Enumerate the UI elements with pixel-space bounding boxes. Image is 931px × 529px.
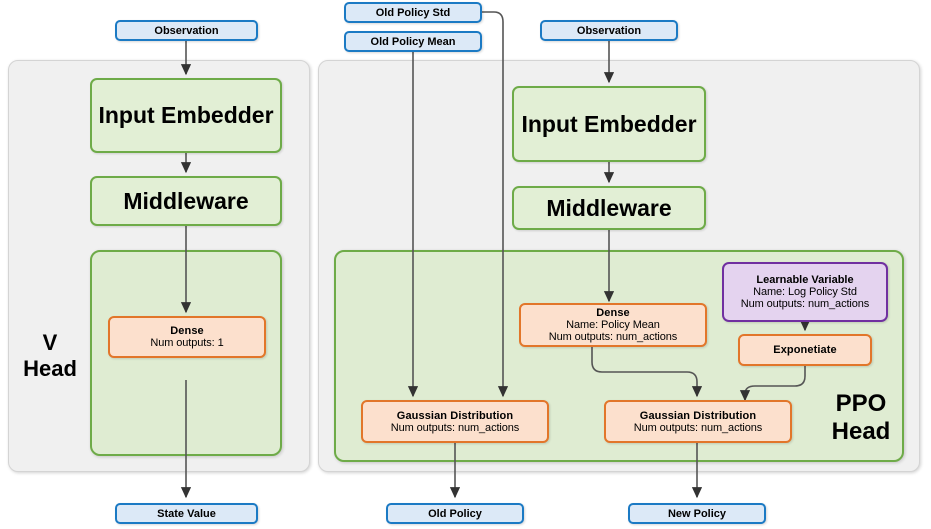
input-observation-ppo[interactable]: Observation bbox=[540, 20, 678, 41]
learnable-variable-name: Name: Log Policy Std bbox=[753, 286, 857, 298]
v-head-label: V Head bbox=[23, 330, 77, 381]
output-new-policy[interactable]: New Policy bbox=[628, 503, 766, 524]
dense-policy-mean-outputs: Num outputs: num_actions bbox=[548, 331, 678, 343]
output-state-value-label: State Value bbox=[157, 507, 216, 520]
exponentiate-title: Exponetiate bbox=[773, 344, 837, 356]
exponentiate[interactable]: Exponetiate bbox=[738, 334, 872, 366]
block-middleware-v-label: Middleware bbox=[123, 187, 249, 214]
block-middleware-ppo[interactable]: Middleware bbox=[512, 186, 706, 230]
block-middleware-ppo-label: Middleware bbox=[546, 194, 672, 221]
ppo-head-label: PPO Head bbox=[831, 390, 891, 446]
input-old-policy-mean-label: Old Policy Mean bbox=[370, 35, 456, 48]
learnable-variable-log-policy-std[interactable]: Learnable Variable Name: Log Policy Std … bbox=[722, 262, 888, 322]
dense-v-outputs: Num outputs: 1 bbox=[150, 337, 224, 349]
gaussian-distribution-old[interactable]: Gaussian Distribution Num outputs: num_a… bbox=[361, 400, 549, 443]
gaussian-distribution-new-title: Gaussian Distribution bbox=[639, 409, 757, 422]
learnable-variable-outputs: Num outputs: num_actions bbox=[740, 298, 870, 310]
block-input-embedder-ppo-label: Input Embedder bbox=[521, 110, 697, 137]
block-middleware-v[interactable]: Middleware bbox=[90, 176, 282, 226]
input-old-policy-std-label: Old Policy Std bbox=[375, 6, 451, 19]
input-observation-ppo-label: Observation bbox=[576, 24, 642, 37]
output-old-policy-label: Old Policy bbox=[428, 507, 482, 520]
output-new-policy-label: New Policy bbox=[667, 507, 727, 520]
gaussian-distribution-old-title: Gaussian Distribution bbox=[396, 409, 514, 422]
block-input-embedder-v-label: Input Embedder bbox=[98, 102, 274, 128]
input-old-policy-std[interactable]: Old Policy Std bbox=[344, 2, 482, 23]
input-old-policy-mean[interactable]: Old Policy Mean bbox=[344, 31, 482, 52]
output-old-policy[interactable]: Old Policy bbox=[386, 503, 524, 524]
gaussian-distribution-new[interactable]: Gaussian Distribution Num outputs: num_a… bbox=[604, 400, 792, 443]
gaussian-distribution-old-outputs: Num outputs: num_actions bbox=[390, 421, 520, 434]
block-input-embedder-v[interactable]: Input Embedder bbox=[90, 78, 282, 153]
block-input-embedder-ppo[interactable]: Input Embedder bbox=[512, 86, 706, 162]
input-observation-v[interactable]: Observation bbox=[115, 20, 258, 41]
input-observation-v-label: Observation bbox=[154, 24, 219, 37]
learnable-variable-title: Learnable Variable bbox=[756, 274, 854, 286]
dense-v[interactable]: Dense Num outputs: 1 bbox=[108, 316, 266, 358]
output-state-value[interactable]: State Value bbox=[115, 503, 258, 524]
dense-policy-mean[interactable]: Dense Name: Policy Mean Num outputs: num… bbox=[519, 303, 707, 347]
dense-v-title: Dense bbox=[170, 325, 204, 337]
dense-policy-mean-name: Name: Policy Mean bbox=[566, 319, 660, 331]
dense-policy-mean-title: Dense bbox=[596, 307, 630, 319]
gaussian-distribution-new-outputs: Num outputs: num_actions bbox=[633, 421, 763, 434]
